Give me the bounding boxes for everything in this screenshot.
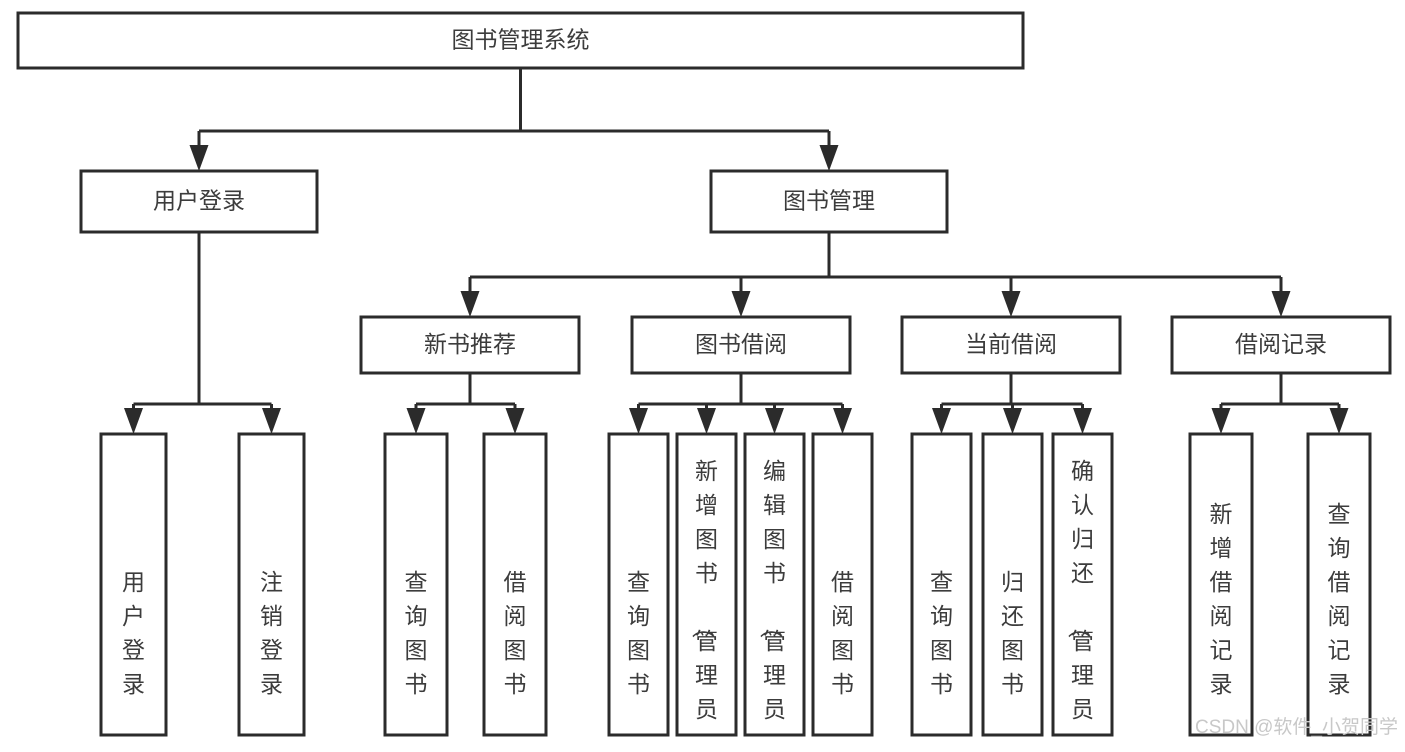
node-label: 用户登录 xyxy=(153,188,245,214)
arrow-head-icon xyxy=(1073,408,1092,434)
node-leaf-add-record[interactable]: 新增借阅记录 xyxy=(1188,432,1254,737)
node-leaf-confirm-return[interactable]: 确认归还（管理员） xyxy=(1051,432,1114,752)
node-label: 用户登录 xyxy=(122,569,145,697)
node-box[interactable] xyxy=(709,169,949,234)
node-box[interactable] xyxy=(811,432,874,737)
node-label: 借阅图书 xyxy=(504,569,527,697)
node-label: 查询图书 xyxy=(930,569,953,697)
arrow-head-icon xyxy=(460,291,480,317)
node-label: 当前借阅 xyxy=(965,331,1057,357)
node-box[interactable] xyxy=(675,432,738,737)
node-box[interactable] xyxy=(900,315,1122,375)
node-label: 新书推荐 xyxy=(424,331,516,357)
node-box[interactable] xyxy=(1051,432,1114,737)
node-label: 新增借阅记录 xyxy=(1210,501,1233,697)
arrow-head-icon xyxy=(819,145,839,171)
node-leaf-query-book-2[interactable]: 查询图书 xyxy=(607,432,670,737)
arrow-head-icon xyxy=(697,408,716,434)
node-label: 借阅记录 xyxy=(1235,331,1327,357)
arrow-head-icon xyxy=(189,145,209,171)
arrow-head-icon xyxy=(1003,408,1022,434)
node-box[interactable] xyxy=(910,432,973,737)
arrow-head-icon xyxy=(1211,408,1231,434)
node-label: 查询图书 xyxy=(627,569,650,697)
arrow-head-icon xyxy=(1329,408,1349,434)
node-leaf-borrow-book-1[interactable]: 借阅图书 xyxy=(482,432,548,737)
node-leaf-user-login[interactable]: 用户登录 xyxy=(99,432,168,737)
node-leaf-add-book[interactable]: 新增图书（管理员） xyxy=(675,432,738,752)
node-box[interactable] xyxy=(16,11,1025,70)
arrow-head-icon xyxy=(629,408,648,434)
arrow-head-icon xyxy=(731,291,751,317)
node-label: 归还图书 xyxy=(1001,569,1024,697)
node-label: 图书借阅 xyxy=(695,331,787,357)
node-box[interactable] xyxy=(1170,315,1392,375)
node-box[interactable] xyxy=(482,432,548,737)
node-box[interactable] xyxy=(743,432,806,737)
node-leaf-query-book-3[interactable]: 查询图书 xyxy=(910,432,973,737)
node-book-borrow[interactable]: 图书借阅 xyxy=(630,315,852,375)
arrow-head-icon xyxy=(932,408,951,434)
node-label: 借阅图书 xyxy=(831,569,854,697)
node-box[interactable] xyxy=(607,432,670,737)
node-label: 注销登录 xyxy=(260,569,283,697)
node-leaf-edit-book[interactable]: 编辑图书（管理员） xyxy=(743,432,806,752)
node-label: 确认归还（管理员） xyxy=(1066,458,1094,747)
node-box[interactable] xyxy=(359,315,581,375)
arrow-head-icon xyxy=(262,408,281,434)
node-label: 图书管理 xyxy=(783,188,875,214)
node-layer: 图书管理系统用户登录图书管理新书推荐图书借阅当前借阅借阅记录用户登录注销登录查询… xyxy=(16,11,1392,752)
arrow-head-icon xyxy=(765,408,784,434)
node-box[interactable] xyxy=(237,432,306,737)
node-leaf-logout[interactable]: 注销登录 xyxy=(237,432,306,737)
node-borrow-record[interactable]: 借阅记录 xyxy=(1170,315,1392,375)
node-box[interactable] xyxy=(383,432,449,737)
arrow-head-icon xyxy=(1001,291,1021,317)
node-user-login[interactable]: 用户登录 xyxy=(79,169,319,234)
arrow-head-icon xyxy=(833,408,852,434)
arrow-head-icon xyxy=(406,408,426,434)
csdn-watermark: CSDN @软件_小贺同学 xyxy=(1195,716,1398,738)
arrow-head-icon xyxy=(1271,291,1291,317)
node-label: 查询借阅记录 xyxy=(1328,501,1351,697)
node-box[interactable] xyxy=(1306,432,1372,737)
arrow-head-icon xyxy=(124,408,143,434)
node-box[interactable] xyxy=(99,432,168,737)
node-current-borrow[interactable]: 当前借阅 xyxy=(900,315,1122,375)
node-leaf-query-book-1[interactable]: 查询图书 xyxy=(383,432,449,737)
node-label: 新增图书（管理员） xyxy=(690,458,718,747)
node-new-book-rec[interactable]: 新书推荐 xyxy=(359,315,581,375)
node-book-mgmt[interactable]: 图书管理 xyxy=(709,169,949,234)
node-root[interactable]: 图书管理系统 xyxy=(16,11,1025,70)
node-label: 图书管理系统 xyxy=(452,27,590,53)
connector-layer xyxy=(124,68,1349,434)
node-box[interactable] xyxy=(79,169,319,234)
node-label: 编辑图书（管理员） xyxy=(758,458,786,747)
node-leaf-borrow-book-2[interactable]: 借阅图书 xyxy=(811,432,874,737)
node-box[interactable] xyxy=(981,432,1044,737)
node-leaf-return-book[interactable]: 归还图书 xyxy=(981,432,1044,737)
arrow-head-icon xyxy=(505,408,525,434)
node-box[interactable] xyxy=(1188,432,1254,737)
node-label: 查询图书 xyxy=(405,569,428,697)
node-leaf-query-record[interactable]: 查询借阅记录 xyxy=(1306,432,1372,737)
node-box[interactable] xyxy=(630,315,852,375)
